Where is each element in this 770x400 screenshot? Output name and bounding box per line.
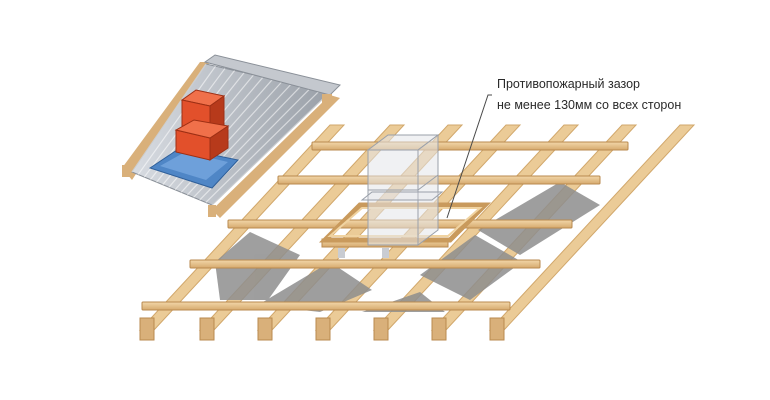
callout-leader [446,94,492,219]
chimney-pipe-box [360,134,444,246]
batten [277,175,601,185]
ridge-cap [203,54,341,96]
inset-finished-roof [122,54,341,218]
fire-gap-annotation: Противопожарный зазор не менее 130мм со … [497,74,681,116]
rafter [488,124,696,341]
chimney-passage [318,134,492,258]
annotation-line-2: не менее 130мм со всех сторон [497,98,682,112]
batten [189,259,541,269]
annotation-line-1: Противопожарный зазор [497,77,640,91]
batten [141,301,511,311]
brick-chimney [174,89,230,161]
